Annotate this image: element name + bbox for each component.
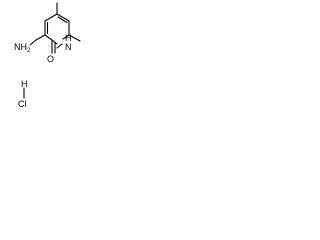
bond-methyl-right [68,34,81,42]
bond-ch2 [35,34,46,41]
bond-ch2-n [29,39,37,46]
bond-ring-bottom-right [62,34,70,40]
ring-nitrogen-label: N [65,42,72,52]
ring-nitrogen-h-label: H [65,33,72,43]
bond-ring-top-right-double [57,16,68,24]
amine-subscript: 2 [27,48,31,54]
chemical-structure: NH2 H N O H Cl [14,2,81,109]
bond-ring-n-to-c [56,43,63,49]
amine-label: NH2 [14,42,31,54]
hydrogen-label: H [21,79,28,89]
bond-ring-top-right [56,13,70,22]
structure-drawing: NH2 H N O H Cl [0,0,112,111]
amine-text: NH [14,42,27,52]
carbonyl-oxygen-label: O [47,54,54,64]
bond-ring-c-to-n [51,39,58,45]
bond-ring-top-left [44,13,58,22]
chlorine-label: Cl [18,99,27,109]
bond-ring-bottom-left [44,34,53,41]
